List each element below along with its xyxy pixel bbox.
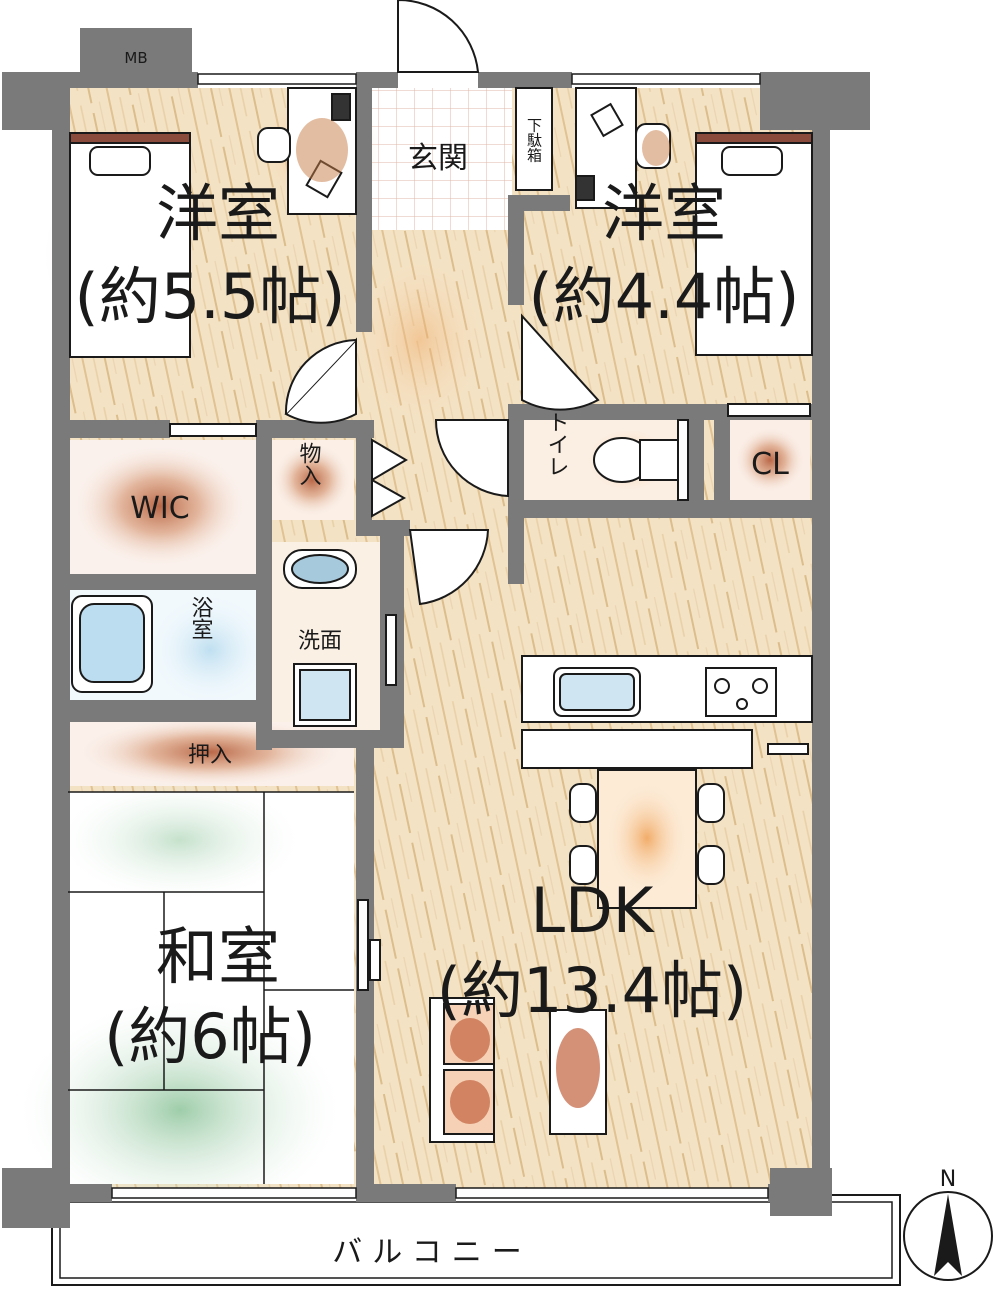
- washroom-label: 洗面: [298, 629, 342, 654]
- meter-box-label: MB: [124, 49, 147, 67]
- closet-label: CL: [751, 447, 789, 482]
- floors: [20, 80, 830, 1220]
- doors: [284, 0, 600, 606]
- toilet-label: トイレ: [544, 411, 569, 477]
- western-room-1-name: 洋室: [156, 177, 280, 250]
- shoe-box-label: 下駄箱: [525, 118, 543, 163]
- western-room-1-size: (約5.5帖): [75, 260, 346, 333]
- compass: N: [903, 1167, 993, 1281]
- japanese-room-size: (約6帖): [104, 1000, 316, 1073]
- storage-label: 物入: [296, 442, 322, 486]
- entrance-label: 玄関: [408, 141, 468, 176]
- windows: [111, 73, 769, 1199]
- western-room-2-size: (約4.4帖): [529, 260, 800, 333]
- balcony: [51, 1194, 901, 1286]
- oshiire-label: 押入: [188, 743, 232, 768]
- japanese-room-name: 和室: [156, 920, 280, 993]
- entrance-floor: [372, 88, 512, 230]
- ldk-name: LDK: [531, 874, 655, 947]
- balcony-label: バルコニー: [332, 1235, 531, 1270]
- compass-north-label: N: [940, 1167, 956, 1192]
- north-arrow-icon: [934, 1194, 962, 1276]
- western-room-2-name: 洋室: [602, 177, 726, 250]
- bath-label: 浴室: [188, 596, 214, 640]
- sliding-doors: [357, 614, 397, 991]
- furniture-tints: [296, 118, 687, 1124]
- ldk-size: (約13.4帖): [437, 954, 747, 1027]
- walls: [2, 28, 870, 1228]
- room-labels: MB 洋室 (約5.5帖) 洋室 (約4.4帖) 玄関 下駄箱 WIC 物入 ト…: [75, 49, 800, 1270]
- tatami-lines: [68, 791, 354, 1184]
- wic-label: WIC: [130, 491, 189, 526]
